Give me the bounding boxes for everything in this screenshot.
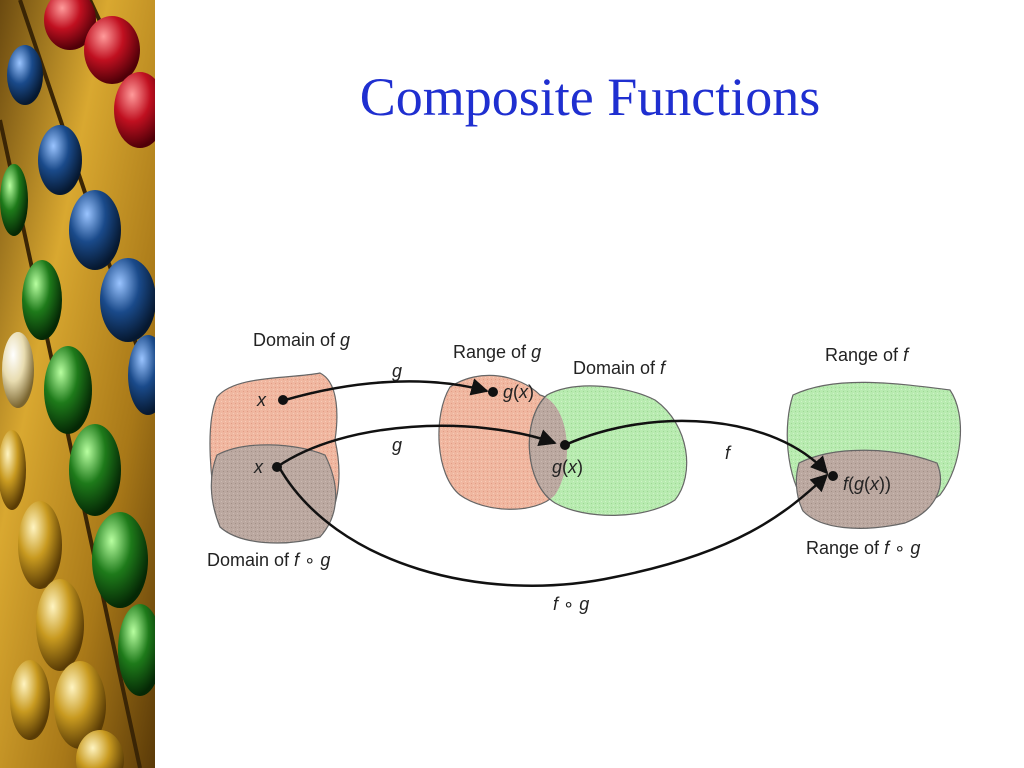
- arrow-g-mid: [276, 424, 557, 469]
- domain-fog-region: [210, 444, 337, 544]
- label-arrow-f: f: [725, 443, 732, 463]
- label-arrow-fog: f ∘ g: [553, 594, 589, 614]
- slide-title: Composite Functions: [359, 67, 821, 127]
- overlap-region: [528, 385, 567, 510]
- point-gx-top: [488, 387, 498, 397]
- abacus-decoration: [0, 0, 155, 768]
- point-x-top: [278, 395, 288, 405]
- label-domain-fog: Domain of f ∘ g: [207, 550, 330, 570]
- arrow-g-top: [284, 378, 489, 402]
- point-fgx: [828, 471, 838, 481]
- label-arrow-g-mid: g: [392, 435, 402, 455]
- label-x-bottom: x: [253, 457, 264, 477]
- label-range-g: Range of g: [453, 342, 541, 362]
- label-domain-f: Domain of f: [573, 358, 667, 378]
- composite-function-diagram: Domain of g Range of g Domain of f Range…: [207, 330, 961, 614]
- label-x-top: x: [256, 390, 267, 410]
- label-gx-top: g(x): [503, 382, 534, 402]
- label-range-f: Range of f: [825, 345, 910, 365]
- point-x-bottom: [272, 462, 282, 472]
- label-gx-mid: g(x): [552, 457, 583, 477]
- range-fog-region: [795, 449, 941, 529]
- label-arrow-g-top: g: [392, 361, 402, 381]
- arrow-f: [564, 419, 829, 475]
- label-domain-g: Domain of g: [253, 330, 350, 350]
- point-gx-mid: [560, 440, 570, 450]
- label-fgx: f(g(x)): [843, 474, 891, 494]
- label-range-fog: Range of f ∘ g: [806, 538, 920, 558]
- arrow-fog: [277, 466, 829, 587]
